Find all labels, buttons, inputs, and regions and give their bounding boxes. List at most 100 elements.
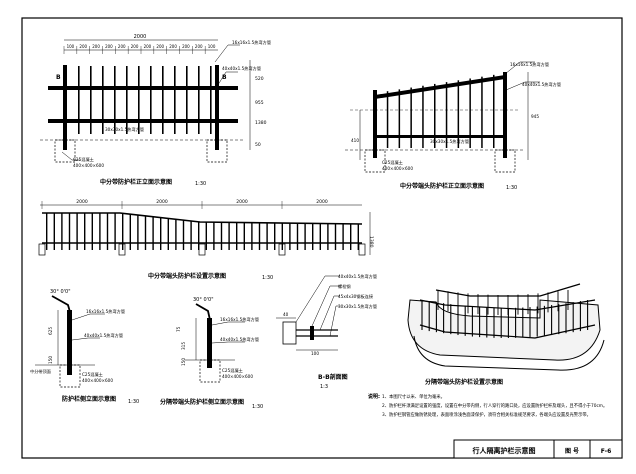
leader (311, 285, 340, 327)
dim-b: 410 (351, 138, 359, 143)
vertical-bar (162, 66, 164, 134)
vertical-bar (137, 214, 139, 250)
label-rail: 40x40x1.5热弯方管 (220, 336, 259, 343)
dim-a: 945 (531, 114, 539, 119)
figure-title: 防护栏侧立面示意图 (62, 395, 116, 403)
vertical-bar (434, 83, 436, 148)
vertical-bar (342, 223, 344, 250)
notes-heading: 说明: (368, 393, 380, 400)
bent-top (195, 303, 211, 321)
spacing-dim: 100 (208, 44, 216, 49)
vertical-bar (319, 223, 321, 250)
section-bb-figure: 40 100 40x40x1.5热弯方管 螺栓钢 45x4x30钢板连接 30x… (276, 273, 377, 390)
note-1: 1、本图尺寸以米、单位为毫米。 (382, 393, 445, 400)
leader (71, 313, 105, 321)
vertical-bar (46, 213, 48, 250)
spacing-dim: 200 (131, 44, 139, 49)
rail-back-top (435, 283, 581, 297)
side-elevation-figure: 30° 0'0" 625 150 16x16x1.5热弯方管 40x40x1.5… (30, 289, 139, 405)
segment-dim: 2000 (316, 199, 328, 205)
label-base: C25混凝土 (82, 371, 103, 378)
vertical-bar (220, 222, 223, 250)
top-rail (48, 86, 238, 90)
figure-title: 分隔带端头防护栏侧立面示意图 (160, 398, 244, 406)
vertical-bar (99, 213, 101, 250)
vertical-bar (357, 223, 359, 250)
vertical-bar (493, 74, 495, 148)
height-dim-3: 50 (255, 142, 261, 148)
spacing-dim: 200 (144, 44, 152, 49)
dim-1: 150 (48, 356, 53, 364)
label-pipe-top: 16x16x1.5热弯方管 (232, 39, 271, 46)
vertical-bar (304, 223, 306, 250)
posts (38, 243, 366, 256)
note-2: 2、防护栏杆须满足设置的强度，设置在中分带内侧，行人穿行的路口处，应设置防护栏杆… (382, 402, 607, 409)
vertical-bar (228, 222, 230, 250)
figure-title: 分隔带端头防护栏设置示意图 (425, 378, 503, 386)
figure-title: 中分带防护栏正立面示意图 (100, 178, 172, 186)
vertical-bar (160, 217, 162, 250)
vertical-bars (46, 213, 359, 250)
segment-dim: 2000 (76, 199, 88, 205)
vertical-bar (205, 222, 207, 250)
notes-block: 说明: 1、本图尺寸以米、单位为毫米。 2、防护栏杆须满足设置的强度，设置在中分… (368, 393, 607, 418)
post-right (215, 65, 219, 150)
vertical-bar (198, 221, 200, 250)
vertical-bar (457, 80, 460, 148)
vertical-bars (78, 66, 212, 134)
leader (211, 341, 245, 344)
vertical-bars (421, 290, 589, 338)
top-rail (42, 212, 363, 225)
label-base: C25混凝土 (222, 367, 243, 374)
label-base: C25混凝土 (73, 156, 94, 163)
vertical-bar (91, 213, 93, 250)
post (207, 318, 212, 368)
title-block-frame (453, 439, 623, 459)
bolt (310, 326, 314, 340)
overall-dim: 2000 (134, 34, 147, 40)
vertical-bar (150, 66, 152, 134)
angle-label: 30° 0'0" (50, 289, 71, 295)
bottom-rail (48, 119, 238, 123)
leader (319, 295, 340, 331)
vertical-bar (84, 213, 86, 250)
vertical-bar (327, 223, 329, 250)
spacing-dim: 200 (195, 44, 203, 49)
vertical-bar (243, 222, 245, 250)
spacing-dim: 200 (79, 44, 87, 49)
section-mark-right: B (222, 74, 227, 81)
vertical-bar (122, 213, 124, 250)
post-base (118, 243, 126, 256)
leader (295, 275, 340, 323)
vertical-bar (210, 66, 212, 134)
sloped-top-rail (375, 75, 505, 99)
spacing-dim: 200 (105, 44, 113, 49)
figure-title: 中分带端头防护栏设置示意图 (148, 272, 226, 280)
height-dim-0: 520 (255, 76, 264, 82)
post (67, 310, 72, 375)
note-3: 3、防护栏钢管应做防锈处理，表面喷涂浅色面漆保护，须符合相关标准规范要求，各端头… (382, 411, 591, 418)
vertical-bar (138, 66, 140, 134)
vertical-bar (266, 222, 268, 250)
vertical-bar (114, 66, 116, 134)
post-left (373, 90, 377, 158)
vertical-bar (167, 218, 169, 250)
angle-label: 30° 0'0" (193, 297, 214, 303)
label-1: 40x40x1.5热弯方管 (338, 273, 377, 280)
bottom-rail (375, 135, 505, 138)
vertical-bar (53, 213, 55, 250)
rail-front-bottom (419, 324, 596, 339)
dim-w: 40 (283, 312, 289, 317)
label-3: 45x4x30钢板连接 (338, 293, 374, 300)
vertical-bar (386, 91, 389, 148)
dim-0: 315 (181, 342, 186, 350)
height-dim-2: 1380 (255, 120, 267, 126)
figure-scale: 1:30 (195, 181, 206, 187)
post-right (503, 72, 507, 158)
end-elevation-figure: 16x16x1.5热弯方管 40x40x1.5热弯方管 30x30x1.5热弯方… (345, 61, 561, 191)
